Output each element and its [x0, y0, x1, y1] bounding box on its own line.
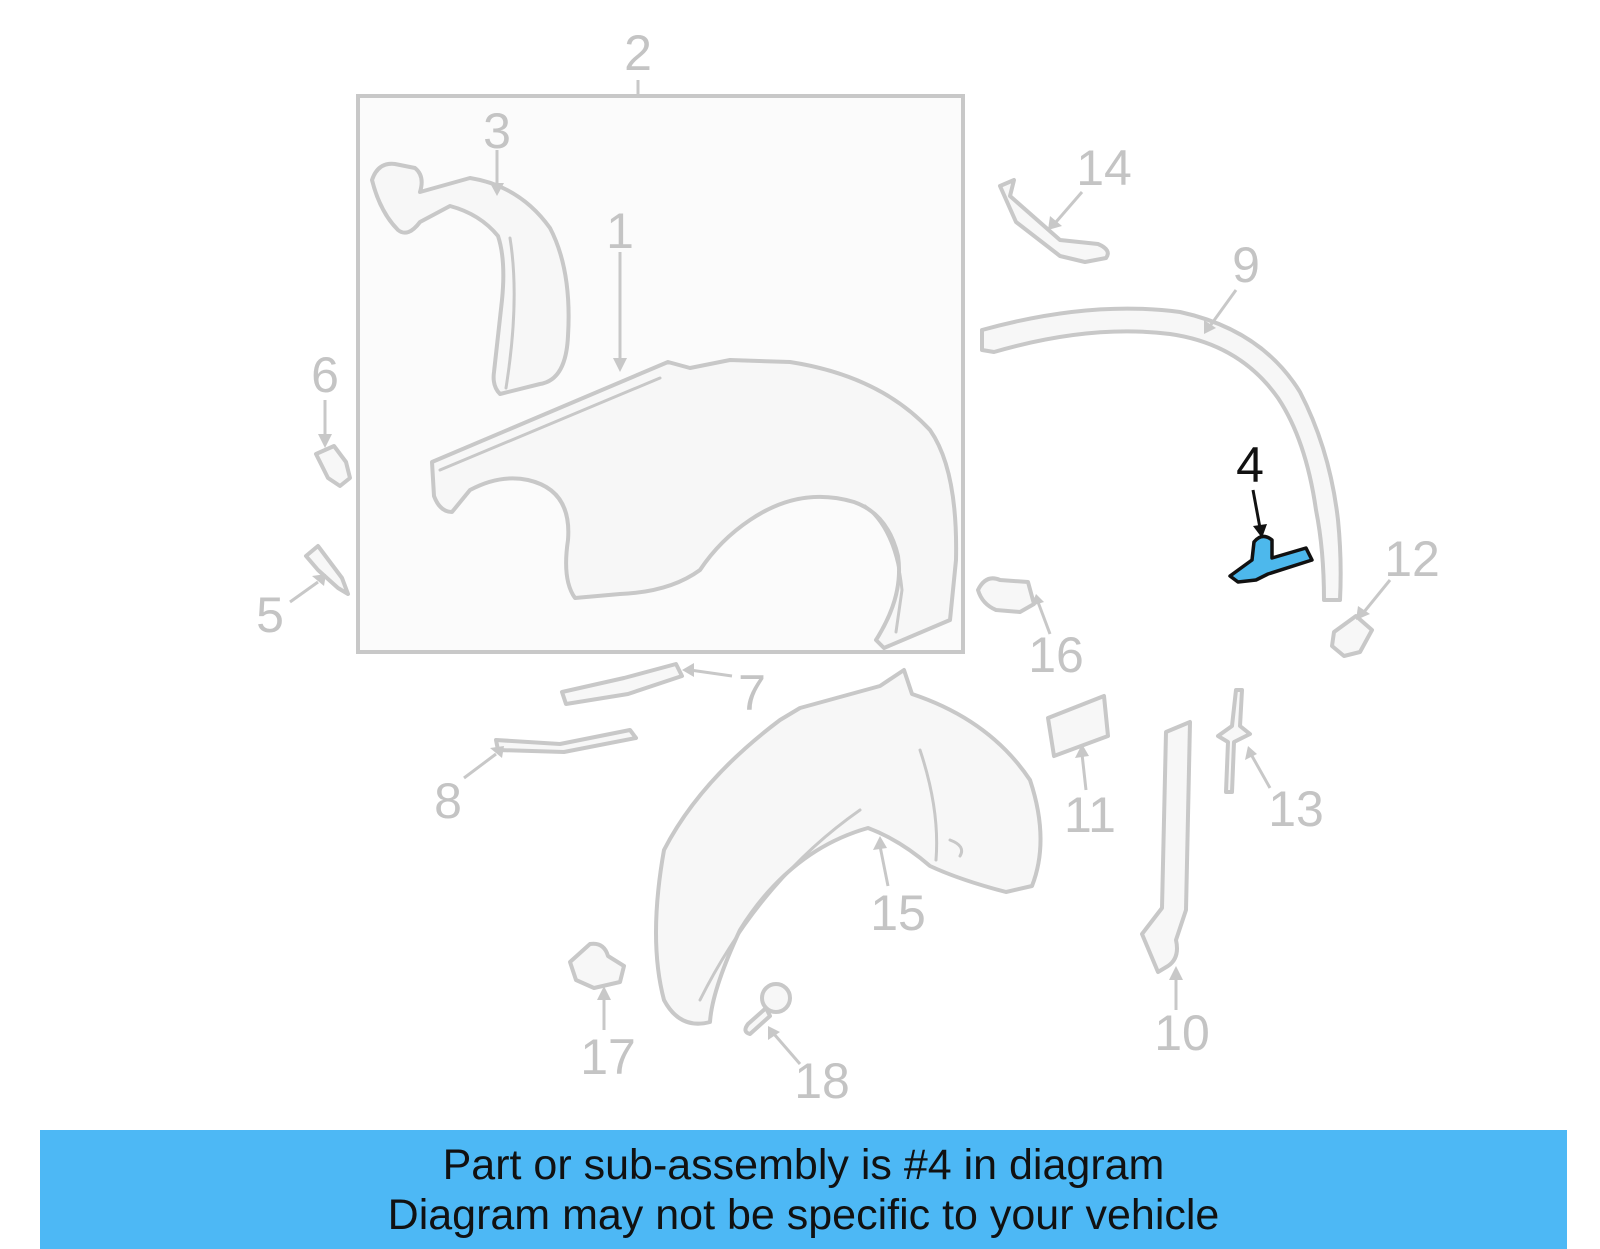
banner-line-2: Diagram may not be specific to your vehi…	[387, 1190, 1220, 1239]
arrow-3	[490, 183, 504, 196]
arrow-15	[873, 836, 887, 850]
arrow-5	[312, 574, 326, 586]
leader-14	[1054, 191, 1084, 223]
leader-8	[463, 752, 497, 780]
callout-7: 7	[738, 665, 766, 721]
arrow-11	[1075, 744, 1089, 758]
callout-8: 8	[434, 773, 462, 829]
part-1-flange	[438, 376, 904, 634]
leader-18	[772, 1033, 802, 1065]
arrow-14	[1048, 216, 1062, 230]
leader-5	[289, 580, 319, 604]
leader-9	[1208, 289, 1238, 327]
part-16-nut	[976, 576, 1036, 614]
leader-12	[1362, 579, 1392, 613]
part-15-detail	[698, 748, 964, 1002]
callout-13: 13	[1268, 781, 1324, 837]
part-3-liner	[370, 161, 571, 396]
arrow-13	[1245, 746, 1257, 760]
callout-2: 2	[624, 25, 652, 81]
part-5-clip	[304, 544, 350, 596]
info-banner: Part or sub-assembly is #4 in diagram Di…	[40, 1130, 1567, 1249]
callout-12: 12	[1384, 531, 1440, 587]
callout-9: 9	[1232, 237, 1260, 293]
part-13-pushpin	[1216, 688, 1252, 794]
arrow-12	[1356, 606, 1370, 620]
part-17-clip	[568, 941, 626, 990]
part-9-molding	[980, 306, 1343, 602]
leader-13	[1250, 755, 1272, 789]
callout-10: 10	[1154, 1005, 1210, 1061]
part-18-head	[760, 982, 792, 1014]
callout-6: 6	[311, 347, 339, 403]
leader-11	[1080, 753, 1088, 791]
leader-15	[878, 845, 890, 887]
callout-17: 17	[580, 1029, 636, 1085]
callout-18: 18	[794, 1053, 850, 1109]
leader-7	[689, 668, 733, 678]
callout-1: 1	[606, 203, 634, 259]
arrow-10	[1169, 966, 1183, 980]
arrow-9	[1204, 320, 1216, 334]
arrow-18	[768, 1026, 780, 1040]
arrow-1	[613, 358, 627, 372]
part-8-strip	[494, 728, 638, 754]
leader-16	[1036, 601, 1052, 635]
callout-4: 4	[1236, 437, 1264, 493]
callout-15: 15	[870, 885, 926, 941]
part-7-seal	[560, 662, 684, 706]
leader-4	[1251, 489, 1262, 529]
part-6-clip	[314, 444, 352, 488]
banner-line-1: Part or sub-assembly is #4 in diagram	[442, 1140, 1165, 1189]
arrow-4	[1253, 524, 1267, 538]
part-4-clip	[1228, 534, 1314, 584]
arrow-17	[597, 986, 611, 1000]
part-12-clip	[1330, 614, 1374, 658]
part-15-liner	[654, 668, 1043, 1026]
part-18-shank	[743, 1006, 772, 1036]
arrow-16	[1031, 594, 1044, 606]
arrow-7	[682, 663, 694, 677]
part-11-pad	[1046, 694, 1110, 758]
callout-14: 14	[1076, 140, 1132, 196]
part-1-fender	[430, 358, 959, 650]
callout-16: 16	[1028, 627, 1084, 683]
part-14-bracket	[998, 178, 1110, 264]
callout-5: 5	[256, 587, 284, 643]
arrow-8	[490, 746, 504, 758]
part-10-trim	[1140, 720, 1192, 974]
arrow-6	[318, 434, 332, 448]
callout-11: 11	[1064, 787, 1116, 843]
part-3-edge	[504, 236, 516, 390]
callout-3: 3	[483, 103, 511, 159]
